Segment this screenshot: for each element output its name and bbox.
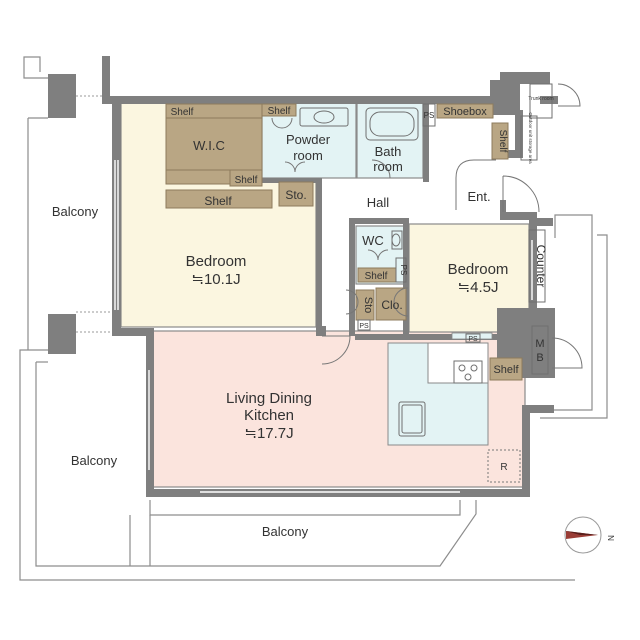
mb-label-m: M xyxy=(535,338,544,350)
shelf-bedroom-label: Shelf xyxy=(204,194,232,208)
walls xyxy=(48,56,558,497)
bedroom-main-size: ≒10.1J xyxy=(191,271,240,288)
bath-room-label-1: Bath xyxy=(375,144,402,159)
trunk-room-label: Trunk room xyxy=(528,96,553,102)
ps-lower-left-label: PS xyxy=(359,323,369,330)
windows xyxy=(114,160,533,493)
shoebox-label: Shoebox xyxy=(443,106,487,118)
shoebox-shelf xyxy=(436,103,494,119)
shelf-wic-top-label: Shelf xyxy=(171,107,194,118)
shelf-powder-label: Shelf xyxy=(268,106,291,117)
bedroom-small-size: ≒4.5J xyxy=(458,279,499,296)
shelf-kitchen xyxy=(489,357,523,381)
refrigerator-label: R xyxy=(500,462,507,473)
powder-room-label-2: room xyxy=(293,148,323,163)
ent-label: Ent. xyxy=(467,189,490,204)
shelf-entrance-label: Shelf xyxy=(497,130,508,153)
sto-upper-label: Sto. xyxy=(285,188,306,202)
mb-label-b: B xyxy=(536,352,543,364)
shelf-powder xyxy=(261,103,297,117)
balcony-left-lower-label: Balcony xyxy=(71,453,118,468)
wic-label: W.I.C xyxy=(193,138,225,153)
clo-label: Clo. xyxy=(381,298,402,312)
ps-wc-label: PS xyxy=(399,265,408,276)
compass-icon xyxy=(564,516,602,554)
ps-top-label: PS xyxy=(424,111,435,120)
hall-label: Hall xyxy=(367,195,390,210)
shelf-wic-small-label: Shelf xyxy=(235,175,258,186)
sto-upper-shelf xyxy=(278,181,314,207)
bedroom-main-name: Bedroom xyxy=(186,253,247,270)
ldk-size: ≒17.7J xyxy=(244,425,293,442)
shelf-entrance xyxy=(491,122,509,160)
wc-label: WC xyxy=(362,233,384,248)
bath-room-label-2: room xyxy=(373,159,403,174)
balcony-left-upper-label: Balcony xyxy=(52,204,99,219)
bedroom-small-name: Bedroom xyxy=(448,261,509,278)
outdoor-storage-label: Outdoor unit storage area xyxy=(528,112,533,164)
doors xyxy=(271,83,583,369)
shelf-wic-small xyxy=(229,169,263,187)
sto-lower-label: Sto xyxy=(362,297,374,314)
compass-n-label: N xyxy=(606,535,615,541)
shelf-wc-label: Shelf xyxy=(365,271,388,282)
shelves xyxy=(165,103,523,381)
powder-room-label-1: Powder xyxy=(286,132,331,147)
balcony-bottom-label: Balcony xyxy=(262,524,309,539)
labels: Balcony Balcony Balcony Bedroom ≒10.1J W… xyxy=(52,96,615,541)
counter-label: Counter xyxy=(534,245,548,288)
ldk-label-2: Kitchen xyxy=(244,407,294,424)
shelf-bedroom xyxy=(165,189,273,209)
balcony-outlines xyxy=(19,56,608,581)
ldk-label-1: Living Dining xyxy=(226,390,312,407)
fixtures xyxy=(299,83,553,483)
shelf-wic-side xyxy=(165,117,263,171)
shelf-kitchen-label: Shelf xyxy=(493,364,519,376)
ps-lower-right-label: PS xyxy=(468,336,478,343)
